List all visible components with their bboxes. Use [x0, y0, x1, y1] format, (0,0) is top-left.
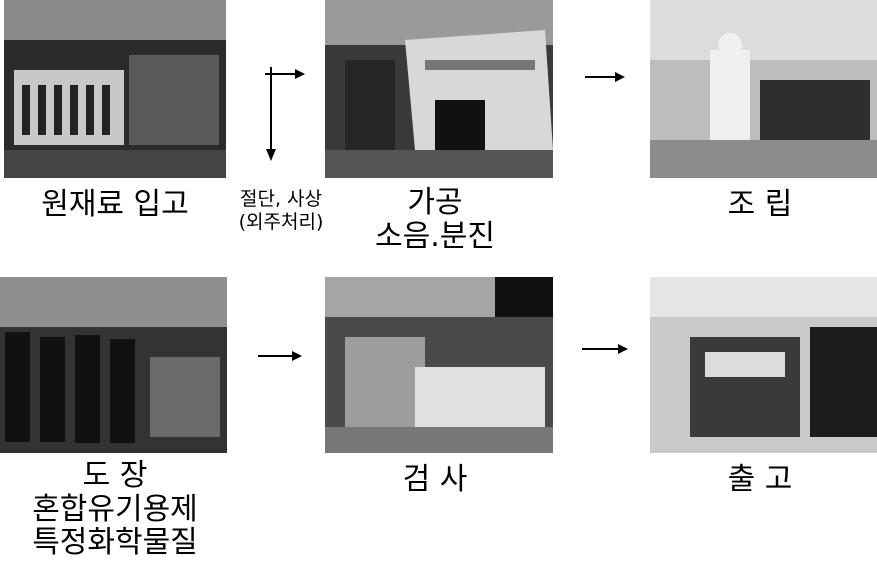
processing-hazard: 소음.분진 [375, 218, 495, 254]
label-shipping: 출 고 [727, 462, 793, 497]
painting-hazard1: 혼합유기용제 [32, 491, 198, 527]
arrow-right-2 [585, 72, 625, 82]
photo-painting [0, 277, 227, 453]
photo-processing [325, 0, 553, 178]
processing-title: 가공 [407, 185, 463, 220]
arrow-right-4 [582, 344, 628, 354]
label-raw-material: 원재료 입고 [41, 187, 189, 222]
painting-hazard2: 특정화학물질 [32, 525, 198, 561]
arrow-right-3 [258, 351, 302, 361]
label-painting: 도 장 혼합유기용제 특정화학물질 [15, 459, 215, 560]
outsourcing-line2: (외주처리) [238, 210, 324, 233]
arrow-down-1 [266, 67, 276, 161]
label-processing: 가공 소음.분진 [355, 186, 515, 253]
label-assembly: 조 립 [727, 187, 793, 222]
outsourcing-line1: 절단, 사상 [240, 188, 322, 210]
label-outsourcing: 절단, 사상 (외주처리) [222, 188, 340, 234]
label-inspection: 검 사 [402, 462, 468, 497]
photo-raw-material [4, 0, 226, 178]
photo-assembly [650, 0, 877, 178]
photo-shipping [650, 277, 877, 453]
painting-title: 도 장 [82, 458, 148, 493]
photo-inspection [325, 277, 553, 453]
